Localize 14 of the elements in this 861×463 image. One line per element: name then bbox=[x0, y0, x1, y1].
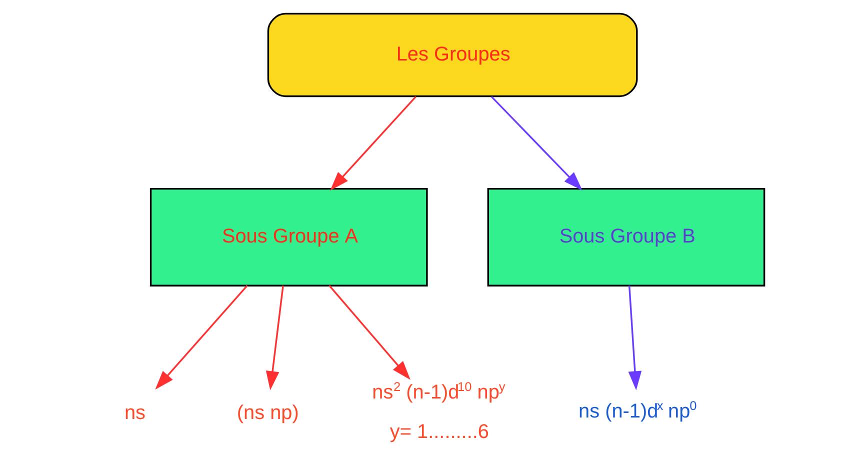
node-box: Les Groupes bbox=[267, 12, 638, 98]
arrow bbox=[330, 96, 416, 191]
node-text: ns bbox=[124, 402, 146, 424]
arrow bbox=[328, 285, 410, 380]
arrow bbox=[490, 96, 582, 191]
node-box: Sous Groupe A bbox=[150, 188, 428, 286]
node-label: y= 1.........6 bbox=[390, 421, 489, 444]
node-text: ns$^{2}$ (n-1)d$^{10}$ np$^{y}$ bbox=[372, 378, 506, 404]
node-text: (ns np) bbox=[236, 402, 299, 424]
node-text: ns (n-1)d$^{x}$ np$^{0}$ bbox=[578, 398, 697, 423]
arrow bbox=[155, 285, 248, 390]
node-box: Sous Groupe B bbox=[487, 188, 766, 286]
arrow bbox=[266, 286, 284, 390]
arrow bbox=[628, 286, 642, 390]
